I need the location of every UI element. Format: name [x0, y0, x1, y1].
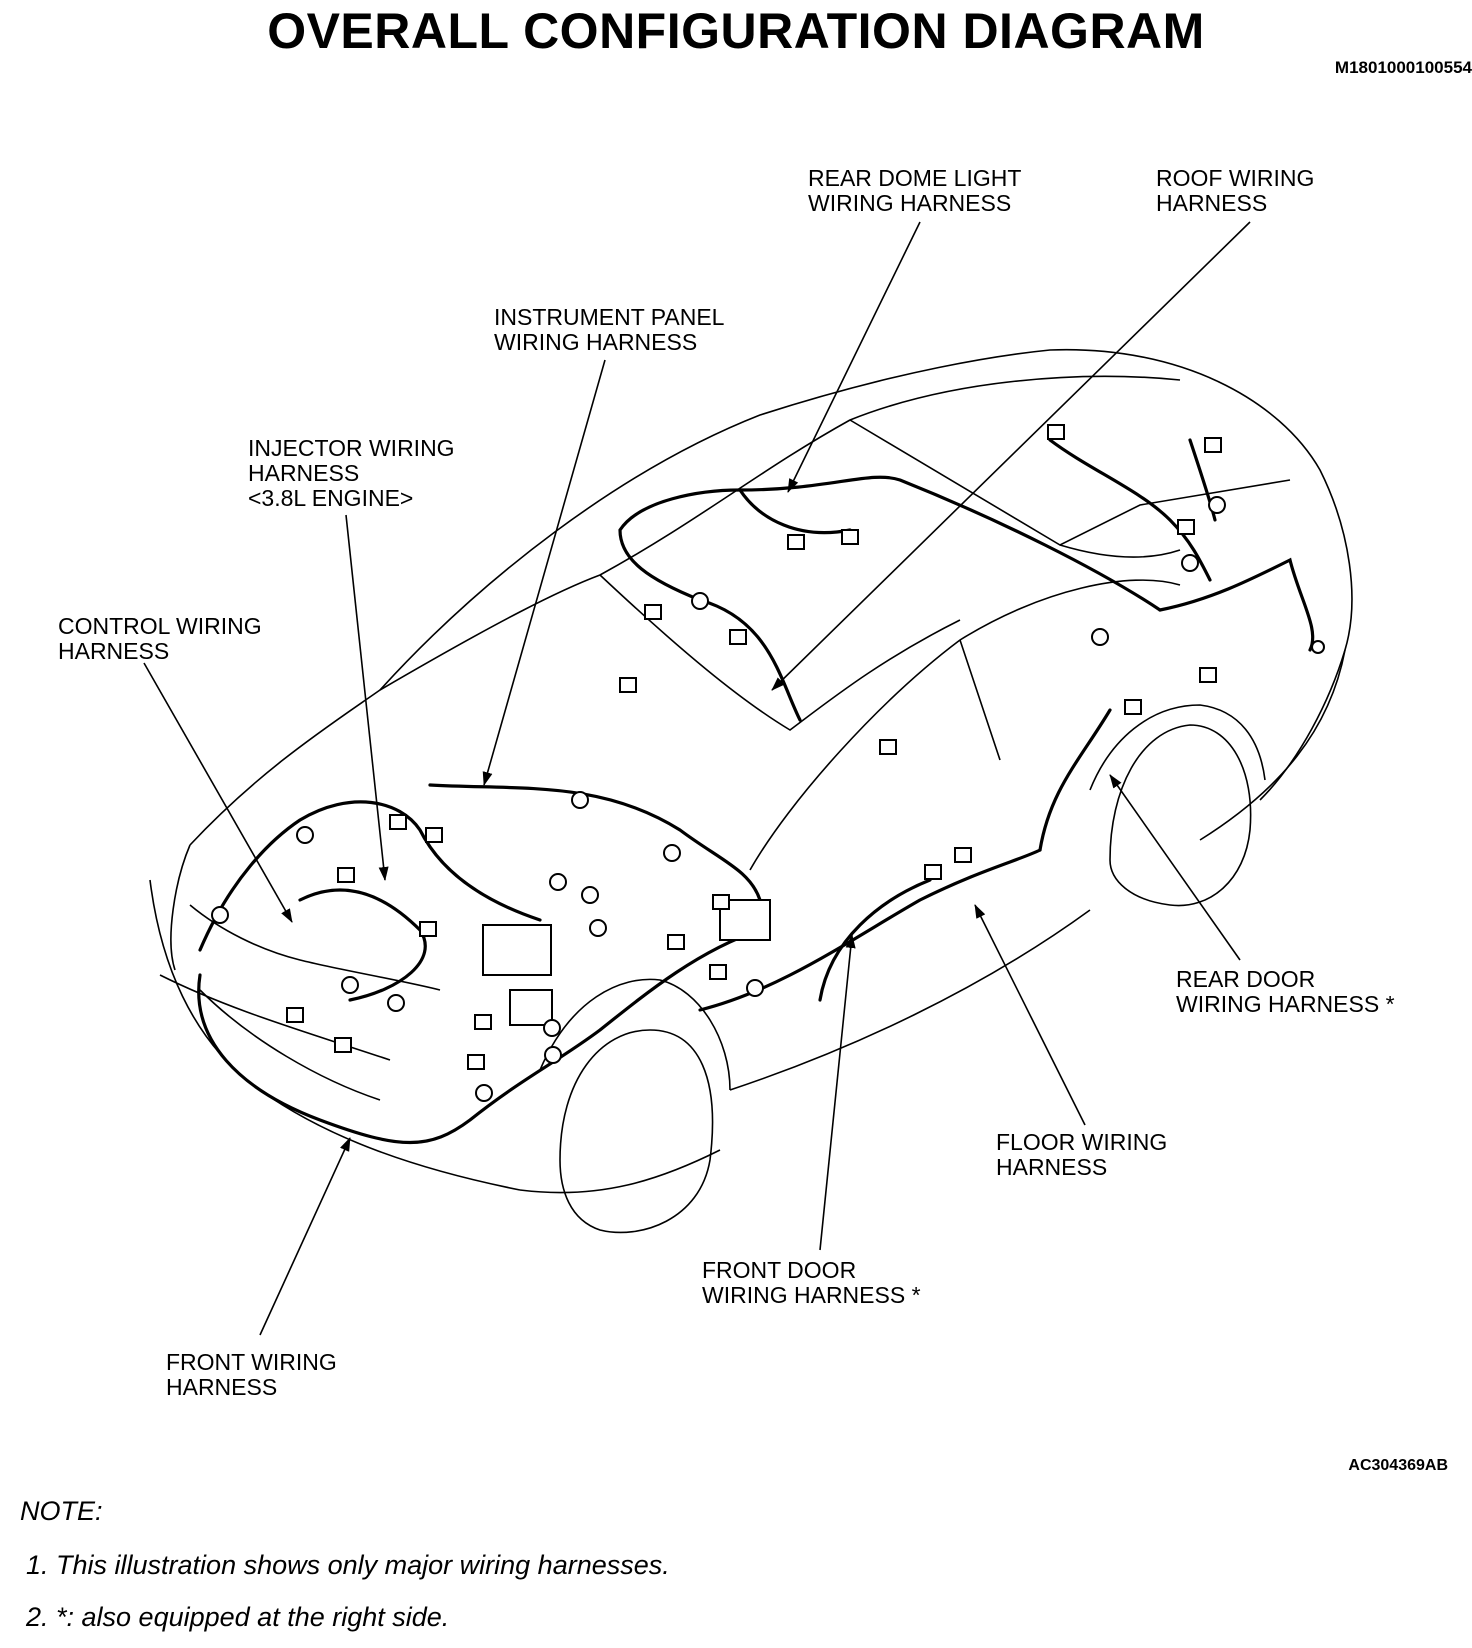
arrow-front [259, 1137, 351, 1336]
label-front-door-harness: FRONT DOOR WIRING HARNESS * [702, 1257, 921, 1308]
arrow-rear-door [1109, 774, 1241, 961]
connector-icon [954, 847, 972, 863]
ground-terminal-icon [691, 592, 709, 610]
note-item: 2. *: also equipped at the right side. [26, 1602, 450, 1632]
arrow-roof [771, 221, 1251, 691]
ground-terminal-icon [1181, 554, 1199, 572]
connector-icon [924, 864, 942, 880]
connector-icon [1204, 437, 1222, 453]
leader-arrows [143, 221, 1251, 1336]
page-title: OVERALL CONFIGURATION DIAGRAM [267, 3, 1205, 59]
label-injector-harness: INJECTOR WIRING HARNESS <3.8L ENGINE> [248, 435, 455, 511]
arrow-control [143, 662, 293, 923]
wire-front [197, 928, 762, 1144]
connector-icon [841, 529, 859, 545]
ground-terminal-icon [1208, 496, 1226, 514]
connector-icon [286, 1007, 304, 1023]
wire-rear-dome [738, 488, 852, 535]
ground-terminal-icon [475, 1084, 493, 1102]
connectors [286, 424, 1222, 1070]
note-item: 1. This illustration shows only major wi… [26, 1550, 670, 1580]
connector-icon [419, 921, 437, 937]
connector-icon [1124, 699, 1142, 715]
wire-rear-door [1038, 708, 1112, 852]
connector-icon [425, 827, 443, 843]
ground-terminal-icon [663, 844, 681, 862]
ground-terminal-icon [387, 994, 405, 1012]
label-floor-harness: FLOOR WIRING HARNESS [996, 1129, 1168, 1180]
ground-terminal-icon [296, 826, 314, 844]
ground-terminal-icon [543, 1019, 561, 1037]
figure-id: AC304369AB [1348, 1457, 1448, 1474]
ground-terminal-icon [746, 979, 764, 997]
ground-terminal-icon [341, 976, 359, 994]
label-rear-door-harness: REAR DOOR WIRING HARNESS * [1176, 966, 1395, 1017]
ground-terminal-icon [571, 791, 589, 809]
connector-icon [712, 894, 730, 910]
connector-icon [644, 604, 662, 620]
connector-icon [667, 934, 685, 950]
connector-icon [337, 867, 355, 883]
ground-terminal-icon [549, 873, 567, 891]
ground-terminal-icon [544, 1046, 562, 1064]
wire-instrument-panel [428, 783, 762, 902]
arrow-rear-dome-light [787, 221, 921, 493]
ground-terminal-icon [1091, 628, 1109, 646]
arrow-front-door [819, 934, 856, 1251]
arrow-instrument-panel [482, 359, 606, 786]
label-front-harness: FRONT WIRING HARNESS [166, 1349, 337, 1400]
connector-icon [467, 1054, 485, 1070]
connector-icon [1199, 667, 1217, 683]
connector-icon [474, 1014, 492, 1030]
wire-roof-tail [1188, 438, 1217, 522]
connector-icon [1047, 424, 1065, 440]
ground-terminal-icon [211, 906, 229, 924]
note-heading: NOTE: [20, 1496, 103, 1526]
connector-icon [729, 629, 747, 645]
label-control-harness: CONTROL WIRING HARNESS [58, 613, 262, 664]
connector-icon [1177, 519, 1195, 535]
wire-front-door [818, 878, 932, 1002]
ground-terminals [211, 496, 1325, 1102]
connector-icon [879, 739, 897, 755]
wire-rear-lamp [1048, 438, 1212, 582]
document-id: M1801000100554 [1334, 58, 1472, 77]
arrow-floor [974, 904, 1086, 1126]
ground-terminal-icon [589, 919, 607, 937]
ground-terminal-icon [1311, 640, 1325, 654]
ground-terminal-icon [581, 886, 599, 904]
wire-control [198, 800, 542, 952]
connector-icon [619, 677, 637, 693]
wire-rear-cluster [1158, 557, 1315, 652]
harness-wires [197, 438, 1315, 1144]
battery-fuse-block [482, 899, 771, 1026]
connector-icon [334, 1037, 352, 1053]
label-rear-dome-light-harness: REAR DOME LIGHT WIRING HARNESS [808, 165, 1022, 216]
arrow-injector [345, 514, 389, 881]
connector-icon [709, 964, 727, 980]
label-instrument-panel-harness: INSTRUMENT PANEL WIRING HARNESS [494, 304, 725, 355]
connector-icon [787, 534, 805, 550]
label-roof-harness: ROOF WIRING HARNESS [1156, 165, 1315, 216]
connector-icon [389, 814, 407, 830]
wire-roof [618, 475, 1162, 722]
wire-injector [298, 888, 427, 1002]
